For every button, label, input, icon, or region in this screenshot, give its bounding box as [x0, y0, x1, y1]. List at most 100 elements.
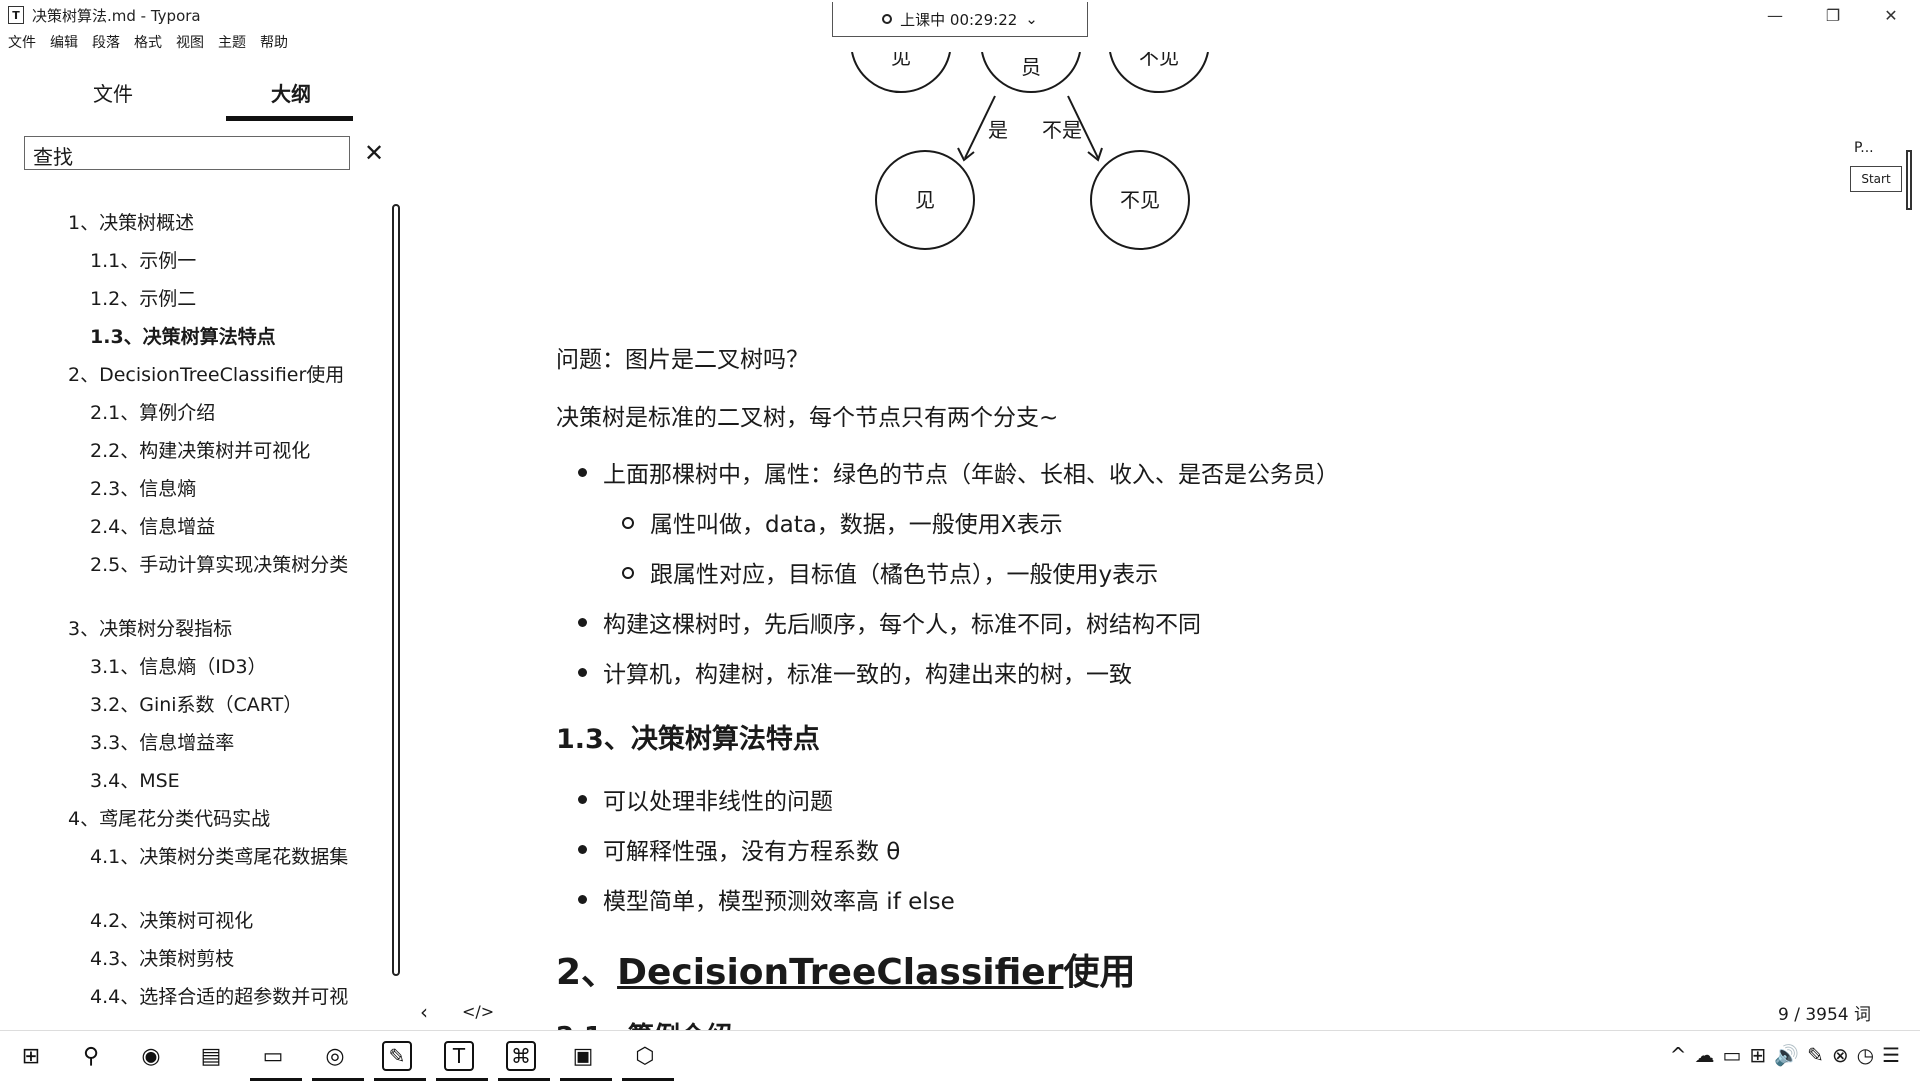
menu-view[interactable]: 视图 — [176, 35, 204, 51]
window-controls: — ❐ ✕ — [1746, 0, 1920, 30]
menu-file[interactable]: 文件 — [8, 35, 36, 51]
tray-chevron-icon[interactable]: ^ — [1669, 1043, 1687, 1067]
editor-scrollbar[interactable] — [1906, 150, 1912, 210]
word-count[interactable]: 9 / 3954 词 — [1778, 1005, 1872, 1025]
menu-bar: 文件 编辑 段落 格式 视图 主题 帮助 — [0, 32, 294, 54]
minimize-button[interactable]: — — [1767, 5, 1783, 25]
tree-node — [1090, 150, 1190, 250]
tree-edge — [964, 95, 996, 159]
recording-status[interactable]: 上课中 00:29:22 ⌄ — [832, 2, 1088, 37]
menu-theme[interactable]: 主题 — [218, 35, 246, 51]
outline-item-active[interactable]: 1.3、决策树算法特点 — [90, 326, 276, 348]
typora-app-icon: T — [8, 6, 24, 24]
sidebar: 文件 大纲 查找 ✕ 1、决策树概述 1.1、示例一 1.2、示例二 1.3、决… — [0, 60, 410, 1020]
menu-help[interactable]: 帮助 — [260, 35, 288, 51]
outline-item[interactable]: 3、决策树分裂指标 — [68, 618, 233, 640]
node-label: 见 — [915, 188, 935, 212]
node-label: 不见 — [1139, 52, 1179, 69]
outline-item[interactable]: 1.2、示例二 — [90, 288, 197, 310]
outline-item[interactable]: 3.3、信息增益率 — [90, 732, 235, 754]
sidebar-scrollbar[interactable] — [392, 204, 400, 976]
outline-item[interactable]: 4.4、选择合适的超参数并可视化 — [90, 986, 349, 1008]
back-arrow-icon[interactable]: ‹ — [420, 1000, 428, 1024]
close-icon[interactable]: ✕ — [364, 139, 385, 167]
bullet-icon — [578, 468, 587, 477]
folder-icon[interactable]: ▭ — [262, 1043, 284, 1069]
bullet-icon — [578, 795, 587, 804]
task-view-icon[interactable]: ▤ — [200, 1043, 222, 1069]
outline-item[interactable]: 2、DecisionTreeClassifier使用 — [68, 364, 345, 386]
sidebar-tabs: 文件 大纲 — [0, 60, 360, 124]
title-bar: T 决策树算法.md - Typora — ❐ ✕ — [0, 0, 1920, 30]
outline-item[interactable]: 4.1、决策树分类鸢尾花数据集 — [90, 846, 349, 868]
chevron-down-icon[interactable]: ⌄ — [1025, 10, 1038, 28]
outline-item[interactable]: 1.1、示例一 — [90, 250, 197, 272]
clock-icon[interactable]: ◷ — [1856, 1043, 1875, 1067]
screen-icon[interactable]: ▣ — [572, 1043, 594, 1069]
outline-item[interactable]: 3.1、信息熵（ID3） — [90, 656, 267, 678]
edge-label-no: 不是 — [1042, 118, 1082, 142]
outline-item[interactable]: 2.2、构建决策树并可视化 — [90, 440, 311, 462]
search-icon[interactable]: ⚲ — [82, 1043, 100, 1069]
chrome-icon[interactable]: ◎ — [325, 1043, 345, 1069]
arrow-head-icon — [957, 147, 975, 162]
restore-button[interactable]: ❐ — [1825, 5, 1841, 25]
edge-label-yes: 是 — [988, 118, 1008, 142]
volume-icon[interactable]: 🔊 — [1774, 1043, 1800, 1067]
bullet-icon — [578, 845, 587, 854]
box-icon[interactable]: ⬡ — [635, 1043, 655, 1069]
tree-node-partial — [1109, 52, 1209, 94]
menu-edit[interactable]: 编辑 — [50, 35, 78, 51]
close-window-button[interactable]: ✕ — [1884, 5, 1898, 25]
tab-outline[interactable]: 大纲 — [271, 82, 311, 106]
outline-item[interactable]: 4.2、决策树可视化 — [90, 910, 254, 932]
start-button[interactable]: Start — [1850, 166, 1902, 192]
side-widget-label: P... — [1854, 140, 1874, 156]
list-item: 跟属性对应，目标值（橘色节点），一般使用y表示 — [622, 555, 1158, 589]
paragraph-question: 问题：图片是二叉树吗？ — [556, 347, 809, 373]
outline-item[interactable]: 4、鸢尾花分类代码实战 — [68, 808, 271, 830]
bullet-icon — [578, 895, 587, 904]
outline-item[interactable]: 2.5、手动计算实现决策树分类 — [90, 554, 349, 576]
list-item: 属性叫做，data，数据，一般使用X表示 — [622, 505, 1063, 539]
python-icon[interactable]: ⌘ — [506, 1041, 536, 1071]
typora-icon[interactable]: T — [444, 1041, 474, 1071]
cloud-icon[interactable]: ☁ — [1694, 1043, 1715, 1067]
pen-tray-icon[interactable]: ✎ — [1807, 1043, 1824, 1067]
active-tab-indicator — [226, 116, 353, 121]
arrow-head-icon — [1087, 147, 1103, 162]
windows-icon[interactable]: ⊞ — [21, 1043, 41, 1069]
taskbar: ⊞ ⚲ ◉ ▤ ▭ ◎ ✎ T ⌘ ▣ ⬡ ^ ☁ ▭ ⊞ 🔊 ✎ ⊗ ◷ ☰ — [0, 1030, 1920, 1081]
display-icon[interactable]: ⊞ — [1749, 1043, 1767, 1067]
tab-files[interactable]: 文件 — [93, 82, 133, 106]
heading-1-3: 1.3、决策树算法特点 — [556, 724, 820, 755]
tree-edge — [1067, 95, 1099, 159]
tree-node-partial — [981, 52, 1081, 94]
outline-item[interactable]: 2.1、算例介绍 — [90, 402, 216, 424]
notification-icon[interactable]: ☰ — [1882, 1043, 1900, 1067]
pen-icon[interactable]: ✎ — [382, 1041, 412, 1071]
outline-item[interactable]: 3.4、MSE — [90, 770, 180, 792]
menu-format[interactable]: 格式 — [134, 35, 162, 51]
list-item: 可以处理非线性的问题 — [578, 782, 833, 816]
window-title: 决策树算法.md - Typora — [32, 6, 201, 25]
list-item: 上面那棵树中，属性：绿色的节点（年龄、长相、收入、是否是公务员） — [578, 455, 1339, 489]
outline-search-input[interactable]: 查找 — [24, 136, 350, 170]
outline-item[interactable]: 4.3、决策树剪枝 — [90, 948, 235, 970]
circle-bullet-icon — [622, 566, 634, 579]
list-item: 可解释性强，没有方程系数 θ — [578, 832, 900, 866]
close-circle-icon[interactable]: ⊗ — [1831, 1043, 1849, 1067]
battery-icon[interactable]: ▭ — [1722, 1043, 1742, 1067]
menu-paragraph[interactable]: 段落 — [92, 35, 120, 51]
list-item: 模型简单，模型预测效率高 if else — [578, 882, 955, 916]
outline-item[interactable]: 2.3、信息熵 — [90, 478, 197, 500]
system-tray: ^ ☁ ▭ ⊞ 🔊 ✎ ⊗ ◷ ☰ — [1670, 1043, 1900, 1067]
outline-item[interactable]: 3.2、Gini系数（CART） — [90, 694, 303, 716]
list-item: 计算机，构建树，标准一致的，构建出来的树，一致 — [578, 655, 1132, 689]
outline-item[interactable]: 1、决策树概述 — [68, 212, 195, 234]
record-icon[interactable]: ◉ — [141, 1043, 161, 1069]
source-code-icon[interactable]: </> — [462, 1002, 495, 1021]
recording-timer: 上课中 00:29:22 — [900, 10, 1018, 29]
paragraph-answer: 决策树是标准的二叉树，每个节点只有两个分支~ — [556, 405, 1059, 431]
outline-item[interactable]: 2.4、信息增益 — [90, 516, 216, 538]
